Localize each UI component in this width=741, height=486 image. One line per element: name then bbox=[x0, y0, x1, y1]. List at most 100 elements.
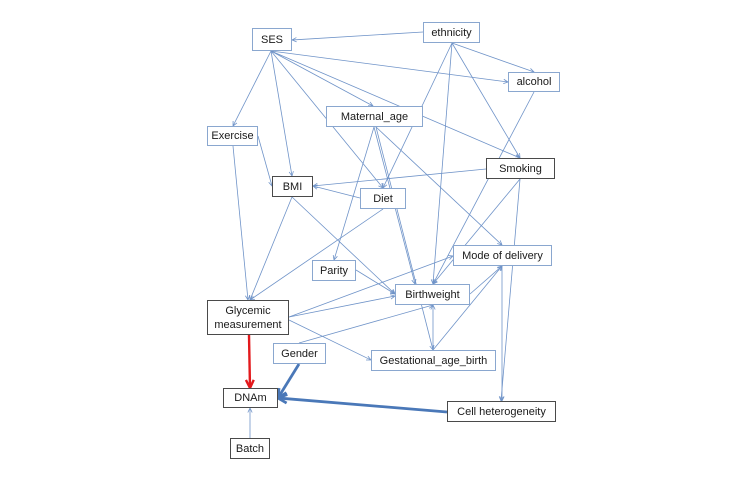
edge-ses-to-alcohol bbox=[270, 50, 509, 84]
node-smoking: Smoking bbox=[486, 158, 555, 179]
edge-line bbox=[247, 334, 252, 388]
edge-line bbox=[270, 50, 520, 158]
edge-line bbox=[333, 126, 375, 260]
edge-ethnicity-to-alcohol bbox=[451, 42, 535, 73]
node-label: BMI bbox=[282, 180, 303, 193]
edge-ethnicity-to-smoking bbox=[451, 42, 521, 159]
arrowhead-icon bbox=[312, 184, 318, 190]
edge-diet-to-glycemic bbox=[249, 208, 384, 301]
edge-line bbox=[291, 196, 395, 294]
node-label: Maternal_age bbox=[340, 110, 409, 123]
node-ses: SES bbox=[252, 28, 292, 51]
edge-batch-to-dnam bbox=[247, 407, 253, 438]
node-label: Batch bbox=[235, 442, 265, 455]
node-dnam: DNAm bbox=[223, 388, 278, 408]
edge-maternal-age-to-mode-of-delivery bbox=[375, 126, 503, 246]
edge-line bbox=[270, 50, 293, 176]
edge-birthweight-to-mode-of-delivery bbox=[469, 265, 503, 295]
edge-line bbox=[451, 42, 534, 73]
edge-line bbox=[451, 42, 520, 158]
node-label: Gestational_age_birth bbox=[379, 354, 488, 367]
edge-line bbox=[433, 178, 521, 284]
node-gestational-age-birth: Gestational_age_birth bbox=[371, 350, 496, 371]
edge-gestational-age-birth-to-birthweight bbox=[430, 304, 436, 350]
node-alcohol: alcohol bbox=[508, 72, 560, 92]
edge-exercise-to-bmi bbox=[257, 135, 274, 187]
edge-diet-to-bmi bbox=[312, 184, 361, 199]
node-label: ethnicity bbox=[431, 26, 472, 39]
node-label: Diet bbox=[373, 192, 393, 205]
edge-line bbox=[250, 208, 384, 300]
node-label: Glycemic measurement bbox=[214, 304, 282, 331]
edge-line bbox=[500, 178, 521, 401]
edge-glycemic-to-birthweight bbox=[288, 294, 396, 318]
edge-cell-heterogeneity-to-dnam bbox=[274, 393, 448, 414]
edge-line bbox=[298, 304, 433, 344]
edge-gender-to-birthweight bbox=[298, 303, 434, 344]
node-label: Smoking bbox=[499, 162, 542, 175]
node-maternal-age: Maternal_age bbox=[326, 106, 423, 127]
node-label: DNAm bbox=[234, 392, 267, 404]
arrowhead-icon bbox=[291, 37, 297, 43]
node-glycemic: Glycemic measurement bbox=[207, 300, 289, 335]
arrowhead-icon bbox=[274, 393, 288, 405]
node-cell-heterogeneity: Cell heterogeneity bbox=[447, 401, 556, 422]
edge-line bbox=[233, 50, 272, 126]
node-label: Parity bbox=[319, 264, 349, 277]
node-diet: Diet bbox=[360, 188, 406, 209]
edge-line bbox=[375, 126, 434, 350]
edge-gender-to-dnam bbox=[276, 363, 301, 401]
node-birthweight: Birthweight bbox=[395, 284, 470, 305]
edge-bmi-to-glycemic bbox=[249, 196, 293, 301]
node-mode-of-delivery: Mode of delivery bbox=[453, 245, 552, 266]
edge-gestational-age-birth-to-mode-of-delivery bbox=[432, 265, 503, 351]
edge-line bbox=[277, 363, 301, 398]
edge-line bbox=[257, 135, 273, 186]
edge-line bbox=[313, 168, 487, 187]
node-label: Exercise bbox=[211, 130, 254, 142]
edge-line bbox=[250, 196, 293, 300]
node-label: alcohol bbox=[516, 76, 552, 88]
edge-line bbox=[432, 266, 502, 351]
edge-ethnicity-to-birthweight bbox=[430, 42, 453, 285]
edge-line bbox=[288, 255, 453, 318]
edge-line bbox=[469, 266, 502, 295]
edge-line bbox=[292, 31, 424, 41]
edge-parity-to-birthweight bbox=[355, 269, 396, 295]
node-batch: Batch bbox=[230, 438, 270, 459]
edge-exercise-to-glycemic bbox=[232, 145, 251, 301]
edge-line bbox=[432, 42, 453, 284]
node-gender: Gender bbox=[273, 343, 326, 364]
node-bmi: BMI bbox=[272, 176, 313, 197]
edge-line bbox=[288, 295, 395, 318]
edge-line bbox=[278, 396, 448, 414]
edge-smoking-to-birthweight bbox=[432, 178, 521, 285]
edge-mode-of-delivery-to-cell-heterogeneity bbox=[499, 266, 505, 402]
node-label: Gender bbox=[281, 347, 318, 360]
edge-line bbox=[288, 319, 371, 360]
edge-smoking-to-bmi bbox=[312, 168, 487, 189]
node-exercise: Exercise bbox=[207, 126, 258, 146]
edge-line bbox=[433, 91, 535, 284]
edge-line bbox=[270, 50, 373, 106]
edge-line bbox=[232, 145, 249, 300]
edge-line bbox=[270, 50, 508, 83]
edge-ses-to-maternal-age bbox=[270, 50, 374, 107]
node-label: Cell heterogeneity bbox=[457, 405, 546, 418]
node-label: SES bbox=[260, 33, 283, 46]
edge-ethnicity-to-ses bbox=[291, 31, 424, 43]
edge-ses-to-bmi bbox=[270, 50, 294, 177]
node-ethnicity: ethnicity bbox=[423, 22, 480, 43]
edge-glycemic-to-dnam bbox=[244, 334, 255, 391]
node-label: Mode of delivery bbox=[462, 249, 543, 262]
node-parity: Parity bbox=[312, 260, 356, 281]
edge-maternal-age-to-gestational-age-birth bbox=[375, 126, 435, 351]
arrowhead-icon bbox=[247, 407, 253, 413]
edge-ses-to-exercise bbox=[232, 50, 272, 127]
edge-line bbox=[313, 185, 361, 199]
arrowhead-icon bbox=[430, 304, 436, 310]
edge-line bbox=[375, 126, 502, 245]
node-label: Birthweight bbox=[405, 288, 460, 301]
edge-line bbox=[355, 269, 395, 294]
